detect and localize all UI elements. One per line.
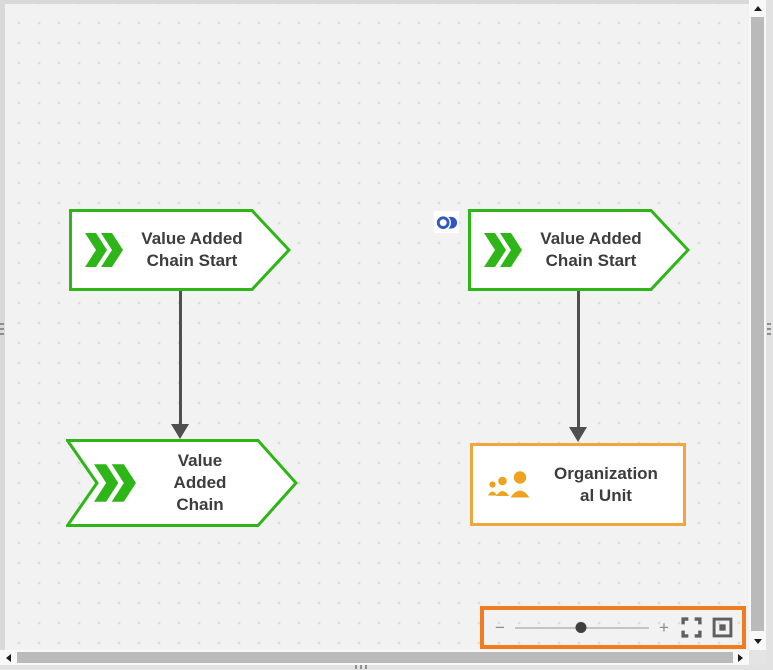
node-label: Organization al Unit [554, 463, 658, 505]
node-value-added-chain[interactable]: Value Added Chain [66, 439, 298, 527]
chain-start-shape-outline [69, 209, 291, 291]
edge-line [576, 291, 580, 428]
node-label: Value Added Chain [173, 451, 227, 514]
bottom-splitter[interactable] [0, 665, 766, 670]
diagram-canvas[interactable]: Value Added Chain Start Value Added Chai… [5, 4, 749, 650]
triangle-left-icon [6, 653, 11, 662]
node-label: Value Added Chain Start [141, 229, 243, 270]
edge-arrowhead [171, 424, 189, 439]
scrollbar-corner [749, 650, 766, 665]
splitter-grip-icon [355, 665, 369, 669]
link-assignment-badge[interactable] [434, 211, 459, 233]
zoom-slider-thumb[interactable] [575, 621, 587, 633]
edge-line [178, 291, 182, 425]
scroll-right-button[interactable] [734, 650, 747, 665]
zoom-in-button[interactable]: + [659, 618, 669, 637]
double-chevron-icon [94, 464, 136, 502]
node-organizational-unit[interactable]: Organization al Unit [470, 443, 686, 526]
horizontal-scrollbar-thumb[interactable] [17, 652, 733, 663]
node-value-added-chain-start-right[interactable]: Value Added Chain Start [468, 209, 690, 291]
square-in-square-icon [712, 617, 732, 638]
left-splitter-grip-icon[interactable] [0, 323, 4, 337]
scroll-down-button[interactable] [749, 635, 766, 648]
zoom-toolbar: − + [480, 606, 746, 649]
double-chevron-icon [85, 233, 123, 267]
expand-corners-icon [680, 617, 702, 638]
horizontal-scrollbar[interactable] [0, 650, 749, 665]
fit-selection-button[interactable] [711, 617, 733, 639]
value-added-chain-shape-outline [66, 439, 298, 527]
fit-to-screen-button[interactable] [680, 617, 702, 639]
triangle-right-icon [738, 653, 743, 662]
right-splitter[interactable] [766, 0, 773, 670]
scroll-left-button[interactable] [2, 650, 15, 665]
node-value-added-chain-start-left[interactable]: Value Added Chain Start [69, 209, 291, 291]
vertical-scrollbar[interactable] [749, 0, 766, 650]
organization-people-icon [488, 470, 530, 497]
triangle-up-icon [753, 6, 762, 11]
chain-start-shape-outline [468, 209, 690, 291]
zoom-out-button[interactable]: − [495, 618, 505, 637]
double-chevron-icon [484, 233, 522, 267]
vertical-scrollbar-thumb[interactable] [751, 17, 764, 631]
node-label: Value Added Chain Start [540, 229, 642, 270]
edge-arrowhead [569, 427, 587, 442]
zoom-slider-track[interactable] [515, 621, 649, 633]
splitter-grip-icon [767, 323, 771, 337]
scroll-up-button[interactable] [749, 2, 766, 15]
triangle-down-icon [753, 639, 762, 644]
chain-link-icon [436, 214, 457, 230]
